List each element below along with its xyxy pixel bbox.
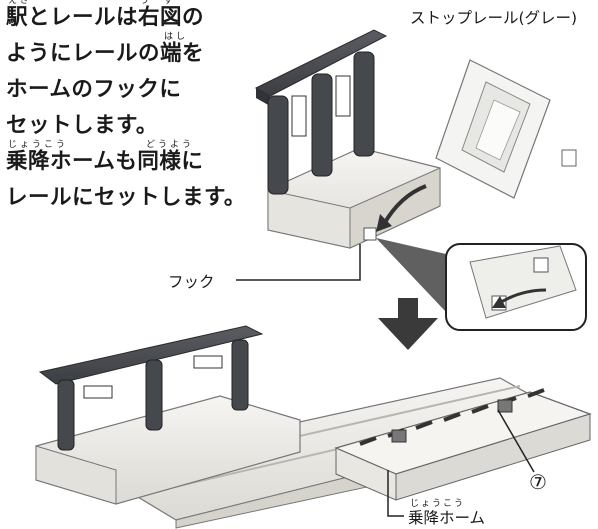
instruction-line-3: ホームのフックに: [6, 72, 234, 108]
instruction-line-1: えき う ず 駅とレールは右図の: [6, 0, 234, 36]
ruby-douyou: どうよう: [146, 140, 195, 150]
instruction-line-4: セットします。: [6, 108, 234, 144]
hook-label: フック: [168, 273, 215, 291]
instruction-line-5: じょうこう どうよう 乗降ホームも同様に: [6, 140, 234, 180]
station-top: [254, 29, 441, 249]
instruction-line-6: レールにセットします。: [6, 180, 245, 216]
station-bottom: [35, 325, 592, 529]
part-number-badge: ⑦: [529, 470, 547, 494]
stop-rail: [435, 59, 577, 199]
stop-rail-label: ストップレール(グレー): [410, 9, 578, 27]
platform-label-ruby: じょうこう: [410, 499, 466, 509]
ruby-hashi: はし: [164, 32, 189, 42]
instruction-line-6-text: レールにセットします。: [6, 185, 246, 210]
instruction-line-2: はし ようにレールの端を: [6, 32, 234, 72]
hook-leader-line: [236, 244, 361, 281]
instruction-line-1-text: 駅とレールは右図の: [6, 5, 205, 30]
part-number-leader-line: [497, 409, 535, 473]
attach-arrow-icon: [382, 184, 427, 225]
platform-leader-line: [387, 470, 404, 517]
instruction-line-3-text: ホームのフックに: [6, 77, 182, 102]
platform-label: 乗降ホーム: [408, 509, 486, 527]
instruction-line-5-text: 乗降ホームも同様に: [6, 149, 204, 174]
ruby-joukou: じょうこう: [8, 140, 69, 150]
zoom-callout: [376, 238, 587, 331]
ruby-eki: えき: [8, 0, 32, 6]
instruction-text: えき う ず 駅とレールは右図の はし ようにレールの端を ホームのフックに セ…: [6, 0, 245, 216]
instruction-line-2-text: ようにレールの端を: [6, 41, 205, 66]
down-arrow-icon: [378, 298, 438, 350]
instruction-line-4-text: セットします。: [6, 113, 158, 138]
ruby-migi-zu: う ず: [140, 0, 177, 6]
